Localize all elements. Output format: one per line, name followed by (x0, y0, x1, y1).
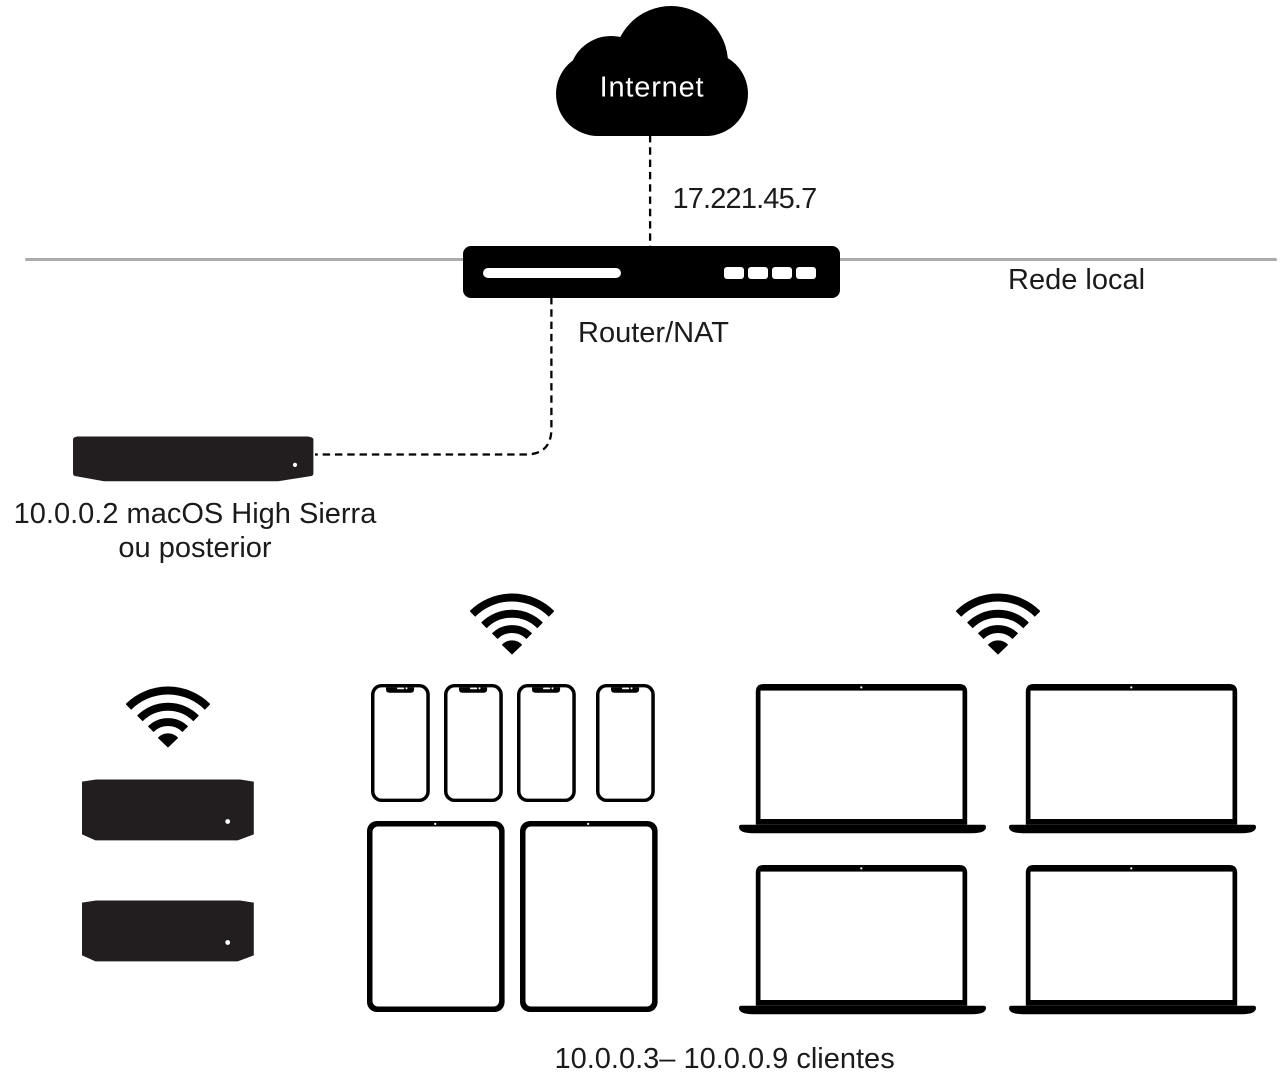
svg-text:Internet: Internet (599, 72, 704, 104)
